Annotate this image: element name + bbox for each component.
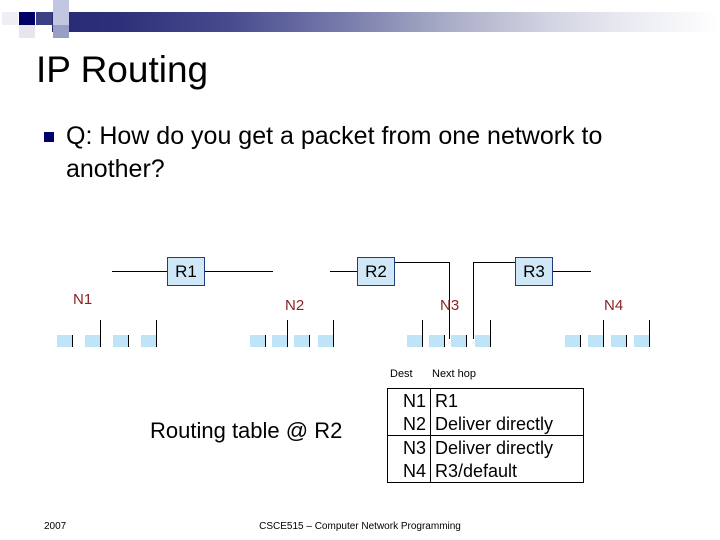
footer-date: 2007 xyxy=(44,521,67,532)
host-stem xyxy=(128,335,129,347)
cell-next-hop: Deliver directly xyxy=(430,435,584,459)
network-label-n3: N3 xyxy=(440,297,460,314)
host-stem xyxy=(444,335,445,347)
cell-dest: N3 xyxy=(387,435,431,459)
router-r3: R3 xyxy=(515,257,553,286)
host-icon xyxy=(318,335,333,347)
cell-dest: N1 xyxy=(387,388,431,412)
cell-dest: N4 xyxy=(387,459,431,483)
deco-square-navy xyxy=(19,12,35,25)
header-gradient-bar xyxy=(36,12,720,32)
host-icon xyxy=(294,335,309,347)
deco-square-lavender-top xyxy=(53,0,69,12)
host-stem xyxy=(422,320,423,347)
cell-dest: N2 xyxy=(387,412,431,436)
host-stem xyxy=(580,335,581,347)
host-stem xyxy=(490,320,491,347)
host-stem xyxy=(626,335,627,347)
host-icon xyxy=(272,335,287,347)
router-r2: R2 xyxy=(357,257,395,286)
link-n1-to-r1 xyxy=(112,271,170,272)
deco-square-periwinkle-bottom xyxy=(53,25,69,38)
bullet-item-label: Q: How do you get a packet from one netw… xyxy=(66,122,603,183)
header-decoration xyxy=(0,0,720,44)
router-r2-label: R2 xyxy=(365,262,387,281)
routing-table-caption: Routing table @ R2 xyxy=(150,418,343,443)
host-stem xyxy=(287,320,288,347)
host-icon xyxy=(429,335,444,347)
router-r3-label: R3 xyxy=(523,262,545,281)
network-label-n2: N2 xyxy=(285,297,305,314)
host-icon xyxy=(407,335,422,347)
host-icon xyxy=(634,335,649,347)
table-row: N2 Deliver directly xyxy=(387,412,584,436)
column-header-dest: Dest xyxy=(390,368,413,380)
deco-square-indigo xyxy=(36,12,52,25)
link-r1-to-n2 xyxy=(205,271,273,272)
link-r3-to-n4 xyxy=(553,271,591,272)
list-item: Q: How do you get a packet from one netw… xyxy=(44,120,644,186)
link-n2-to-r2 xyxy=(330,271,358,272)
host-stem xyxy=(309,335,310,347)
host-icon xyxy=(85,335,100,347)
host-icon xyxy=(250,335,265,347)
cell-next-hop: R3/default xyxy=(435,460,518,481)
host-icon xyxy=(141,335,156,347)
link-r2-to-n3-vertical xyxy=(449,262,450,339)
host-icon xyxy=(113,335,128,347)
deco-square-lavender-mid xyxy=(53,12,69,25)
host-icon xyxy=(475,335,490,347)
router-r1: R1 xyxy=(167,257,205,286)
host-stem xyxy=(333,320,334,347)
page-title: IP Routing xyxy=(36,49,209,90)
column-header-next-hop: Next hop xyxy=(432,368,477,380)
link-r2-to-n3-horizontal xyxy=(395,262,450,263)
deco-square-white-top xyxy=(36,0,52,12)
host-icon xyxy=(588,335,603,347)
routing-table: Dest Next hop N1 R1 N2 Deliver directly … xyxy=(387,368,584,483)
host-stem xyxy=(156,320,157,347)
link-r3-to-n3-vertical xyxy=(473,262,474,339)
bullet-list: Q: How do you get a packet from one netw… xyxy=(44,120,644,186)
host-stem xyxy=(466,335,467,347)
table-row: N3 Deliver directly xyxy=(387,435,584,459)
host-stem xyxy=(265,335,266,347)
link-r3-to-n3-horizontal xyxy=(473,262,516,263)
host-icon xyxy=(611,335,626,347)
cell-next-hop: Deliver directly xyxy=(435,413,554,434)
host-stem xyxy=(603,320,604,347)
deco-square-white-bottom xyxy=(36,25,52,38)
host-stem xyxy=(649,320,650,347)
host-stem xyxy=(72,335,73,347)
table-row: N1 R1 xyxy=(387,388,584,412)
deco-square-pale-left xyxy=(2,12,18,25)
deco-square-pale-lower-left xyxy=(19,25,35,38)
host-stem xyxy=(100,320,101,347)
router-r1-label: R1 xyxy=(175,262,197,281)
cell-next-hop: R1 xyxy=(435,390,459,411)
network-label-n1: N1 xyxy=(73,291,93,308)
network-diagram: R1 R2 R3 N1 N2 N3 N4 xyxy=(0,232,720,362)
network-label-n4: N4 xyxy=(604,297,624,314)
host-icon xyxy=(57,335,72,347)
table-row: N4 R3/default xyxy=(387,459,584,483)
host-icon xyxy=(451,335,466,347)
footer-course-title: CSCE515 – Computer Network Programming xyxy=(259,521,461,532)
bullet-square-icon xyxy=(44,132,54,142)
host-icon xyxy=(565,335,580,347)
